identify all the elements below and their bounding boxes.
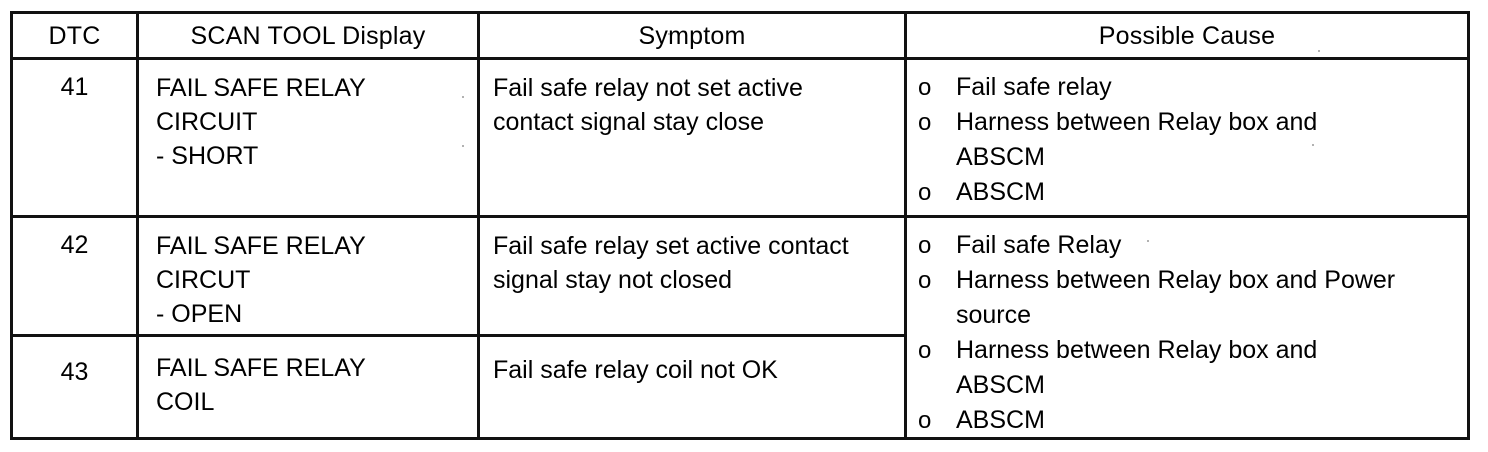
scan-display-line: FAIL SAFE RELAY	[156, 74, 366, 102]
bullet-marker-icon: o	[918, 232, 932, 259]
list-item: o Harness between Relay box and ABSCM	[918, 105, 1466, 175]
symptom-line: signal stay not closed	[493, 266, 733, 294]
column-header-dtc: DTC	[48, 22, 101, 50]
column-divider-symptom-cause	[904, 11, 907, 440]
list-item: o Harness between Relay box and ABSCM	[918, 333, 1466, 403]
list-item-line: ABSCM	[956, 406, 1045, 434]
bullet-marker-icon: o	[918, 267, 932, 294]
list-item-line: Harness between Relay box and	[956, 108, 1318, 136]
table-row-scan-display: FAIL SAFE RELAY COIL	[156, 351, 472, 419]
possible-cause-list: o Fail safe Relay o Harness between Rela…	[918, 228, 1466, 438]
table-row-possible-cause-merged: o Fail safe Relay o Harness between Rela…	[918, 228, 1466, 438]
list-item-line: ABSCM	[956, 178, 1045, 206]
list-item: o ABSCM	[918, 403, 1466, 438]
column-divider-dtc-scan	[136, 11, 139, 440]
bullet-marker-icon: o	[918, 109, 932, 136]
scan-display-line: CIRCUIT	[156, 108, 258, 136]
list-item: o Harness between Relay box and Power so…	[918, 263, 1466, 333]
column-divider-scan-symptom	[477, 11, 480, 440]
symptom-line: Fail safe relay not set active	[493, 74, 803, 102]
symptom-line: Fail safe relay set active contact	[493, 232, 849, 260]
symptom-line: Fail safe relay coil not OK	[493, 356, 778, 384]
row-divider-42-43	[10, 334, 907, 337]
list-item: o Fail safe relay	[918, 70, 1466, 105]
column-header-scan-tool-display: SCAN TOOL Display	[190, 22, 426, 50]
column-header-symptom: Symptom	[638, 22, 746, 50]
list-item: o ABSCM	[918, 175, 1466, 210]
table-row-scan-display: FAIL SAFE RELAY CIRCUT - OPEN	[156, 229, 472, 331]
list-item-line: Harness between Relay box and	[956, 336, 1318, 364]
list-item-line: Harness between Relay box and Power	[956, 266, 1396, 294]
possible-cause-list: o Fail safe relay o Harness between Rela…	[918, 70, 1466, 210]
list-item-line: ABSCM	[956, 371, 1045, 399]
bullet-marker-icon: o	[918, 179, 932, 206]
table-row-scan-display: FAIL SAFE RELAY CIRCUIT - SHORT	[156, 71, 472, 173]
scan-display-line: FAIL SAFE RELAY	[156, 232, 366, 260]
table-row-symptom: Fail safe relay set active contact signa…	[493, 229, 897, 297]
scan-speck	[462, 96, 464, 98]
list-item-line: source	[956, 301, 1032, 329]
scan-speck	[1318, 50, 1320, 52]
table-row-dtc-code: 43	[60, 358, 89, 386]
list-item-line: Fail safe Relay	[956, 231, 1122, 259]
scan-display-line: CIRCUT	[156, 266, 251, 294]
bullet-marker-icon: o	[918, 407, 932, 434]
bullet-marker-icon: o	[918, 337, 932, 364]
scan-display-line: COIL	[156, 388, 215, 416]
table-row-dtc-code: 42	[60, 231, 89, 259]
column-header-possible-cause: Possible Cause	[1098, 22, 1276, 50]
scan-speck	[668, 33, 670, 35]
table-row-symptom: Fail safe relay not set active contact s…	[493, 71, 897, 139]
table-row-symptom: Fail safe relay coil not OK	[493, 353, 897, 387]
list-item: o Fail safe Relay	[918, 228, 1466, 263]
bullet-marker-icon: o	[918, 74, 932, 101]
scan-display-line: - SHORT	[156, 142, 259, 170]
table-row-dtc-code: 41	[60, 73, 89, 101]
symptom-line: contact signal stay close	[493, 108, 764, 136]
scan-display-line: FAIL SAFE RELAY	[156, 354, 366, 382]
scan-speck	[1312, 144, 1314, 146]
list-item-line: ABSCM	[956, 143, 1045, 171]
scan-speck	[1147, 240, 1149, 242]
table-row-possible-cause: o Fail safe relay o Harness between Rela…	[918, 70, 1466, 210]
scan-display-line: - OPEN	[156, 300, 243, 328]
scan-speck	[462, 145, 464, 147]
list-item-line: Fail safe relay	[956, 73, 1112, 101]
row-divider-41-42	[10, 215, 1470, 218]
row-divider-header	[10, 57, 1470, 60]
